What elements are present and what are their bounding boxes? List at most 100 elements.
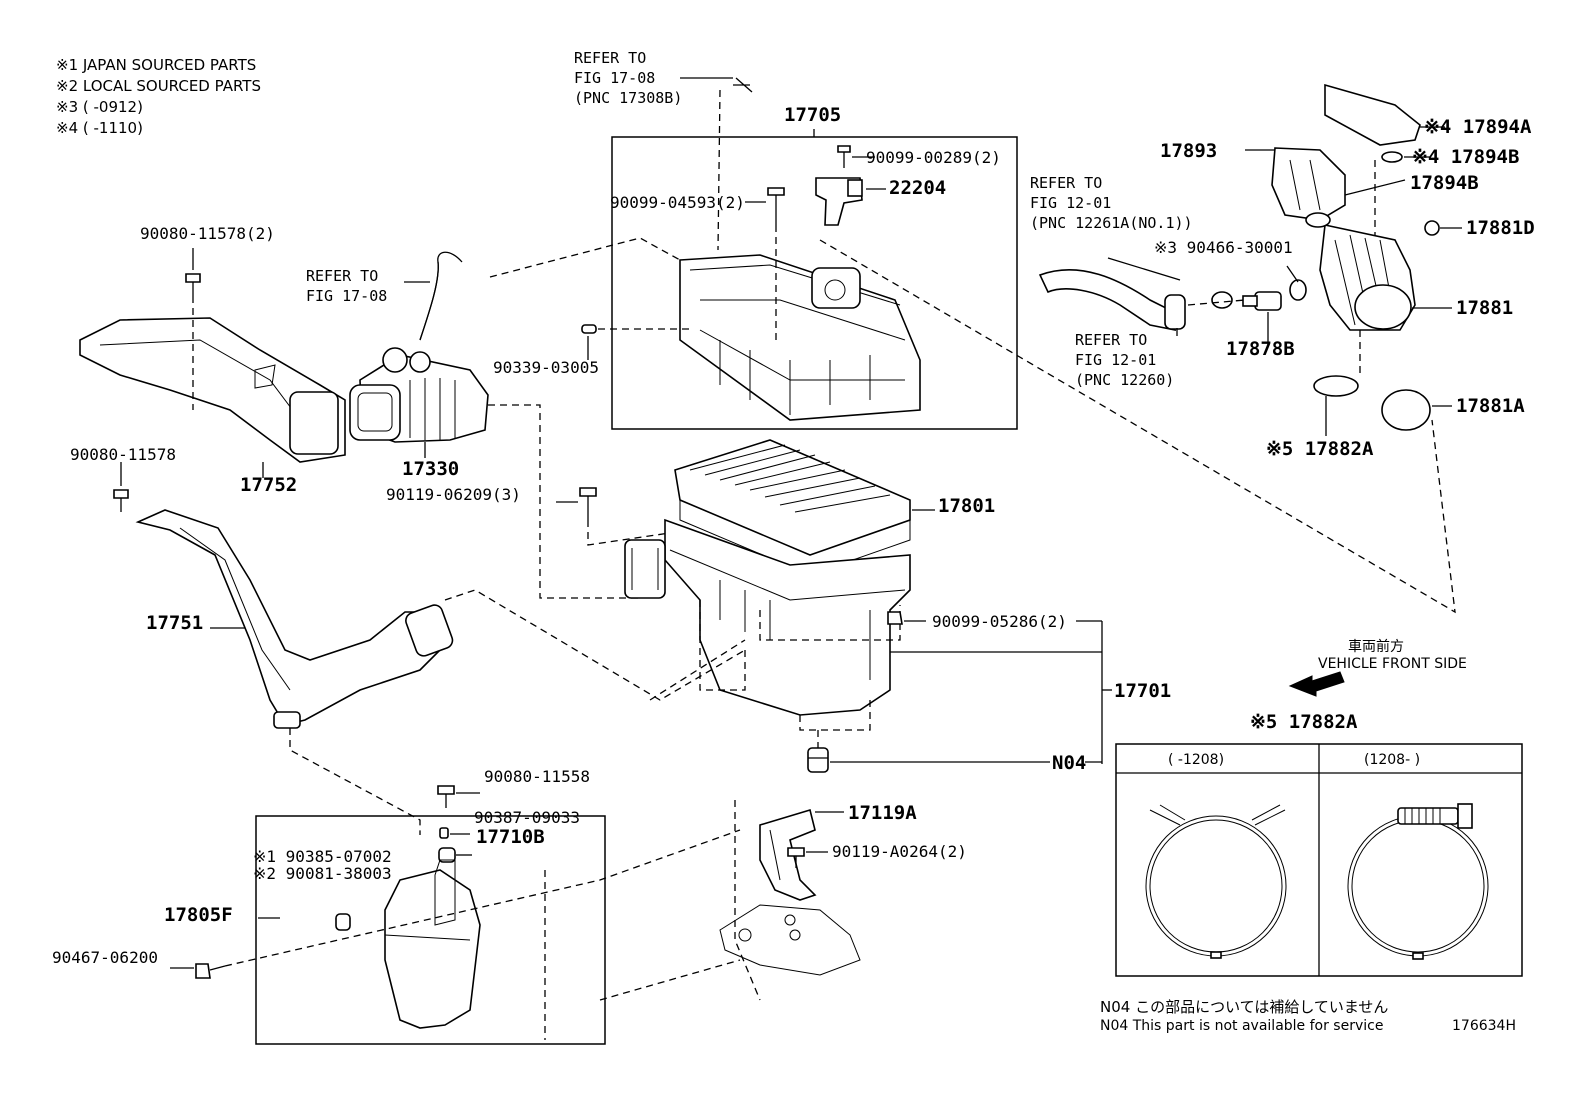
part-17893[interactable]: 17893 — [1160, 140, 1218, 162]
part-90466-30001[interactable]: ※3 90466-30001 — [1154, 238, 1293, 257]
note-line: ※3 ( -0912) — [56, 98, 143, 116]
part-17119a[interactable]: 17119A — [848, 802, 917, 824]
front-arrow-icon — [1288, 671, 1345, 697]
refer-line: (PNC 12261A(NO.1)) — [1030, 214, 1193, 232]
band-clamp-icon — [1313, 375, 1359, 397]
refer-line: FIG 17-08 — [574, 69, 656, 87]
refer-fig-12-01-b[interactable]: REFER TO FIG 12-01 (PNC 12260) — [1075, 330, 1174, 390]
refer-line: REFER TO — [574, 49, 647, 67]
clip-icon — [195, 963, 226, 979]
screw-icon — [837, 145, 851, 168]
screw-clamp-icon — [1347, 803, 1489, 960]
footnote-jp: N04 この部品については補給していません — [1100, 998, 1389, 1016]
part-90339-03005[interactable]: 90339-03005 — [493, 358, 599, 377]
clamp-col-1: ( -1208) — [1168, 752, 1225, 768]
note-line: ※4 ( -1110) — [56, 119, 143, 137]
resonator-box — [255, 815, 606, 1045]
footnote-en: N04 This part is not available for servi… — [1100, 1018, 1384, 1034]
part-90080-11578-2[interactable]: 90080-11578(2) — [140, 224, 275, 243]
part-17330[interactable]: 17330 — [402, 458, 460, 480]
part-17882a[interactable]: ※5 17882A — [1266, 438, 1374, 460]
part-90119-06209[interactable]: 90119-06209(3) — [386, 485, 521, 504]
air-flow-meter-icon — [349, 347, 489, 443]
part-90385-07002[interactable]: ※1 90385-07002 — [253, 847, 392, 866]
cushion-icon — [438, 847, 456, 863]
part-90081-38003[interactable]: ※2 90081-38003 — [253, 864, 392, 883]
part-17751[interactable]: 17751 — [146, 612, 204, 634]
part-17878b[interactable]: 17878B — [1226, 338, 1295, 360]
note-line: ※2 LOCAL SOURCED PARTS — [56, 77, 261, 95]
part-17881a[interactable]: 17881A — [1456, 395, 1525, 417]
part-17881[interactable]: 17881 — [1456, 297, 1514, 319]
resonator-cap-icon — [1271, 147, 1346, 221]
refer-line: (PNC 12260) — [1075, 371, 1175, 389]
part-90119-a0264[interactable]: 90119-A0264(2) — [832, 842, 967, 861]
bolt-icon — [437, 785, 455, 808]
part-17701[interactable]: 17701 — [1114, 680, 1172, 702]
nipple-icon — [1424, 220, 1440, 236]
front-label-en: VEHICLE FRONT SIDE — [1318, 656, 1467, 672]
refer-line: REFER TO — [1030, 174, 1103, 192]
bolt-icon — [185, 273, 201, 296]
refer-fig-17-08-top[interactable]: REFER TO FIG 17-08 (PNC 17308B) — [574, 48, 682, 108]
part-17705[interactable]: 17705 — [784, 104, 842, 126]
refer-line: (PNC 17308B) — [574, 89, 683, 107]
bolt-icon — [579, 487, 597, 520]
part-90467-06200[interactable]: 90467-06200 — [52, 948, 158, 967]
inlet-hose-icon — [135, 509, 454, 729]
part-n04[interactable]: N04 — [1052, 752, 1087, 774]
nut-icon — [335, 913, 351, 931]
part-17894b[interactable]: 17894B — [1410, 172, 1479, 194]
refer-fig-17-08-left[interactable]: REFER TO FIG 17-08 — [306, 266, 387, 306]
air-hose-icon — [1319, 224, 1416, 331]
part-17710b[interactable]: 17710B — [476, 826, 545, 848]
pcv-hose-right-icon — [1038, 268, 1186, 332]
air-cleaner-cap-icon — [679, 254, 921, 421]
o-ring-icon — [1305, 212, 1331, 228]
part-90099-00289[interactable]: 90099-00289(2) — [866, 148, 1001, 167]
pcv-hose-icon — [419, 251, 463, 341]
part-90387-09033[interactable]: 90387-09033 — [474, 808, 580, 827]
clamp-col-2: (1208- ) — [1364, 752, 1421, 768]
clip-nut-icon — [887, 611, 903, 625]
part-22204[interactable]: 22204 — [889, 177, 947, 199]
pcv-tube-icon — [733, 77, 753, 93]
part-17882a-box[interactable]: ※5 17882A — [1250, 711, 1358, 733]
bolt-icon — [787, 847, 805, 868]
note-line: ※1 JAPAN SOURCED PARTS — [56, 56, 257, 74]
part-17881d[interactable]: 17881D — [1466, 217, 1535, 239]
part-17894b-top[interactable]: ※4 17894B — [1412, 146, 1520, 168]
check-valve-icon — [1242, 291, 1282, 311]
part-90080-11578[interactable]: 90080-11578 — [70, 445, 176, 464]
hose-clamp-icon — [1211, 291, 1233, 309]
airflow-sensor-icon — [815, 177, 863, 226]
refer-line: REFER TO — [1075, 331, 1148, 349]
part-90099-05286[interactable]: 90099-05286(2) — [932, 612, 1067, 631]
resonator-icon — [384, 859, 481, 1029]
air-cleaner-case-icon — [624, 518, 911, 716]
part-17894a[interactable]: ※4 17894A — [1424, 116, 1532, 138]
part-17752[interactable]: 17752 — [240, 474, 298, 496]
refer-line: FIG 12-01 — [1075, 351, 1157, 369]
part-17801[interactable]: 17801 — [938, 495, 996, 517]
sourcing-notes: ※1 JAPAN SOURCED PARTS ※2 LOCAL SOURCED … — [56, 55, 261, 139]
pin-icon — [581, 324, 597, 334]
inlet-duct-icon — [79, 317, 346, 463]
refer-fig-12-01-a[interactable]: REFER TO FIG 12-01 (PNC 12261A(NO.1)) — [1030, 173, 1193, 233]
part-17805f[interactable]: 17805F — [164, 904, 233, 926]
part-90080-11558[interactable]: 90080-11558 — [484, 767, 590, 786]
refer-line: REFER TO — [306, 267, 379, 285]
cover-icon — [1324, 83, 1421, 146]
front-label-jp: 車両前方 — [1348, 639, 1404, 655]
part-90099-04593[interactable]: 90099-04593(2) — [610, 193, 745, 212]
hose-clamp-icon — [1289, 279, 1307, 301]
bolt-icon — [113, 489, 129, 512]
collar-icon — [439, 827, 449, 839]
grommet-icon — [807, 747, 829, 773]
refer-line: FIG 17-08 — [306, 287, 388, 305]
refer-line: FIG 12-01 — [1030, 194, 1112, 212]
grommet-icon — [1381, 151, 1403, 163]
band-clamp-icon — [1381, 389, 1431, 431]
wire-clamp-icon — [1145, 804, 1287, 959]
